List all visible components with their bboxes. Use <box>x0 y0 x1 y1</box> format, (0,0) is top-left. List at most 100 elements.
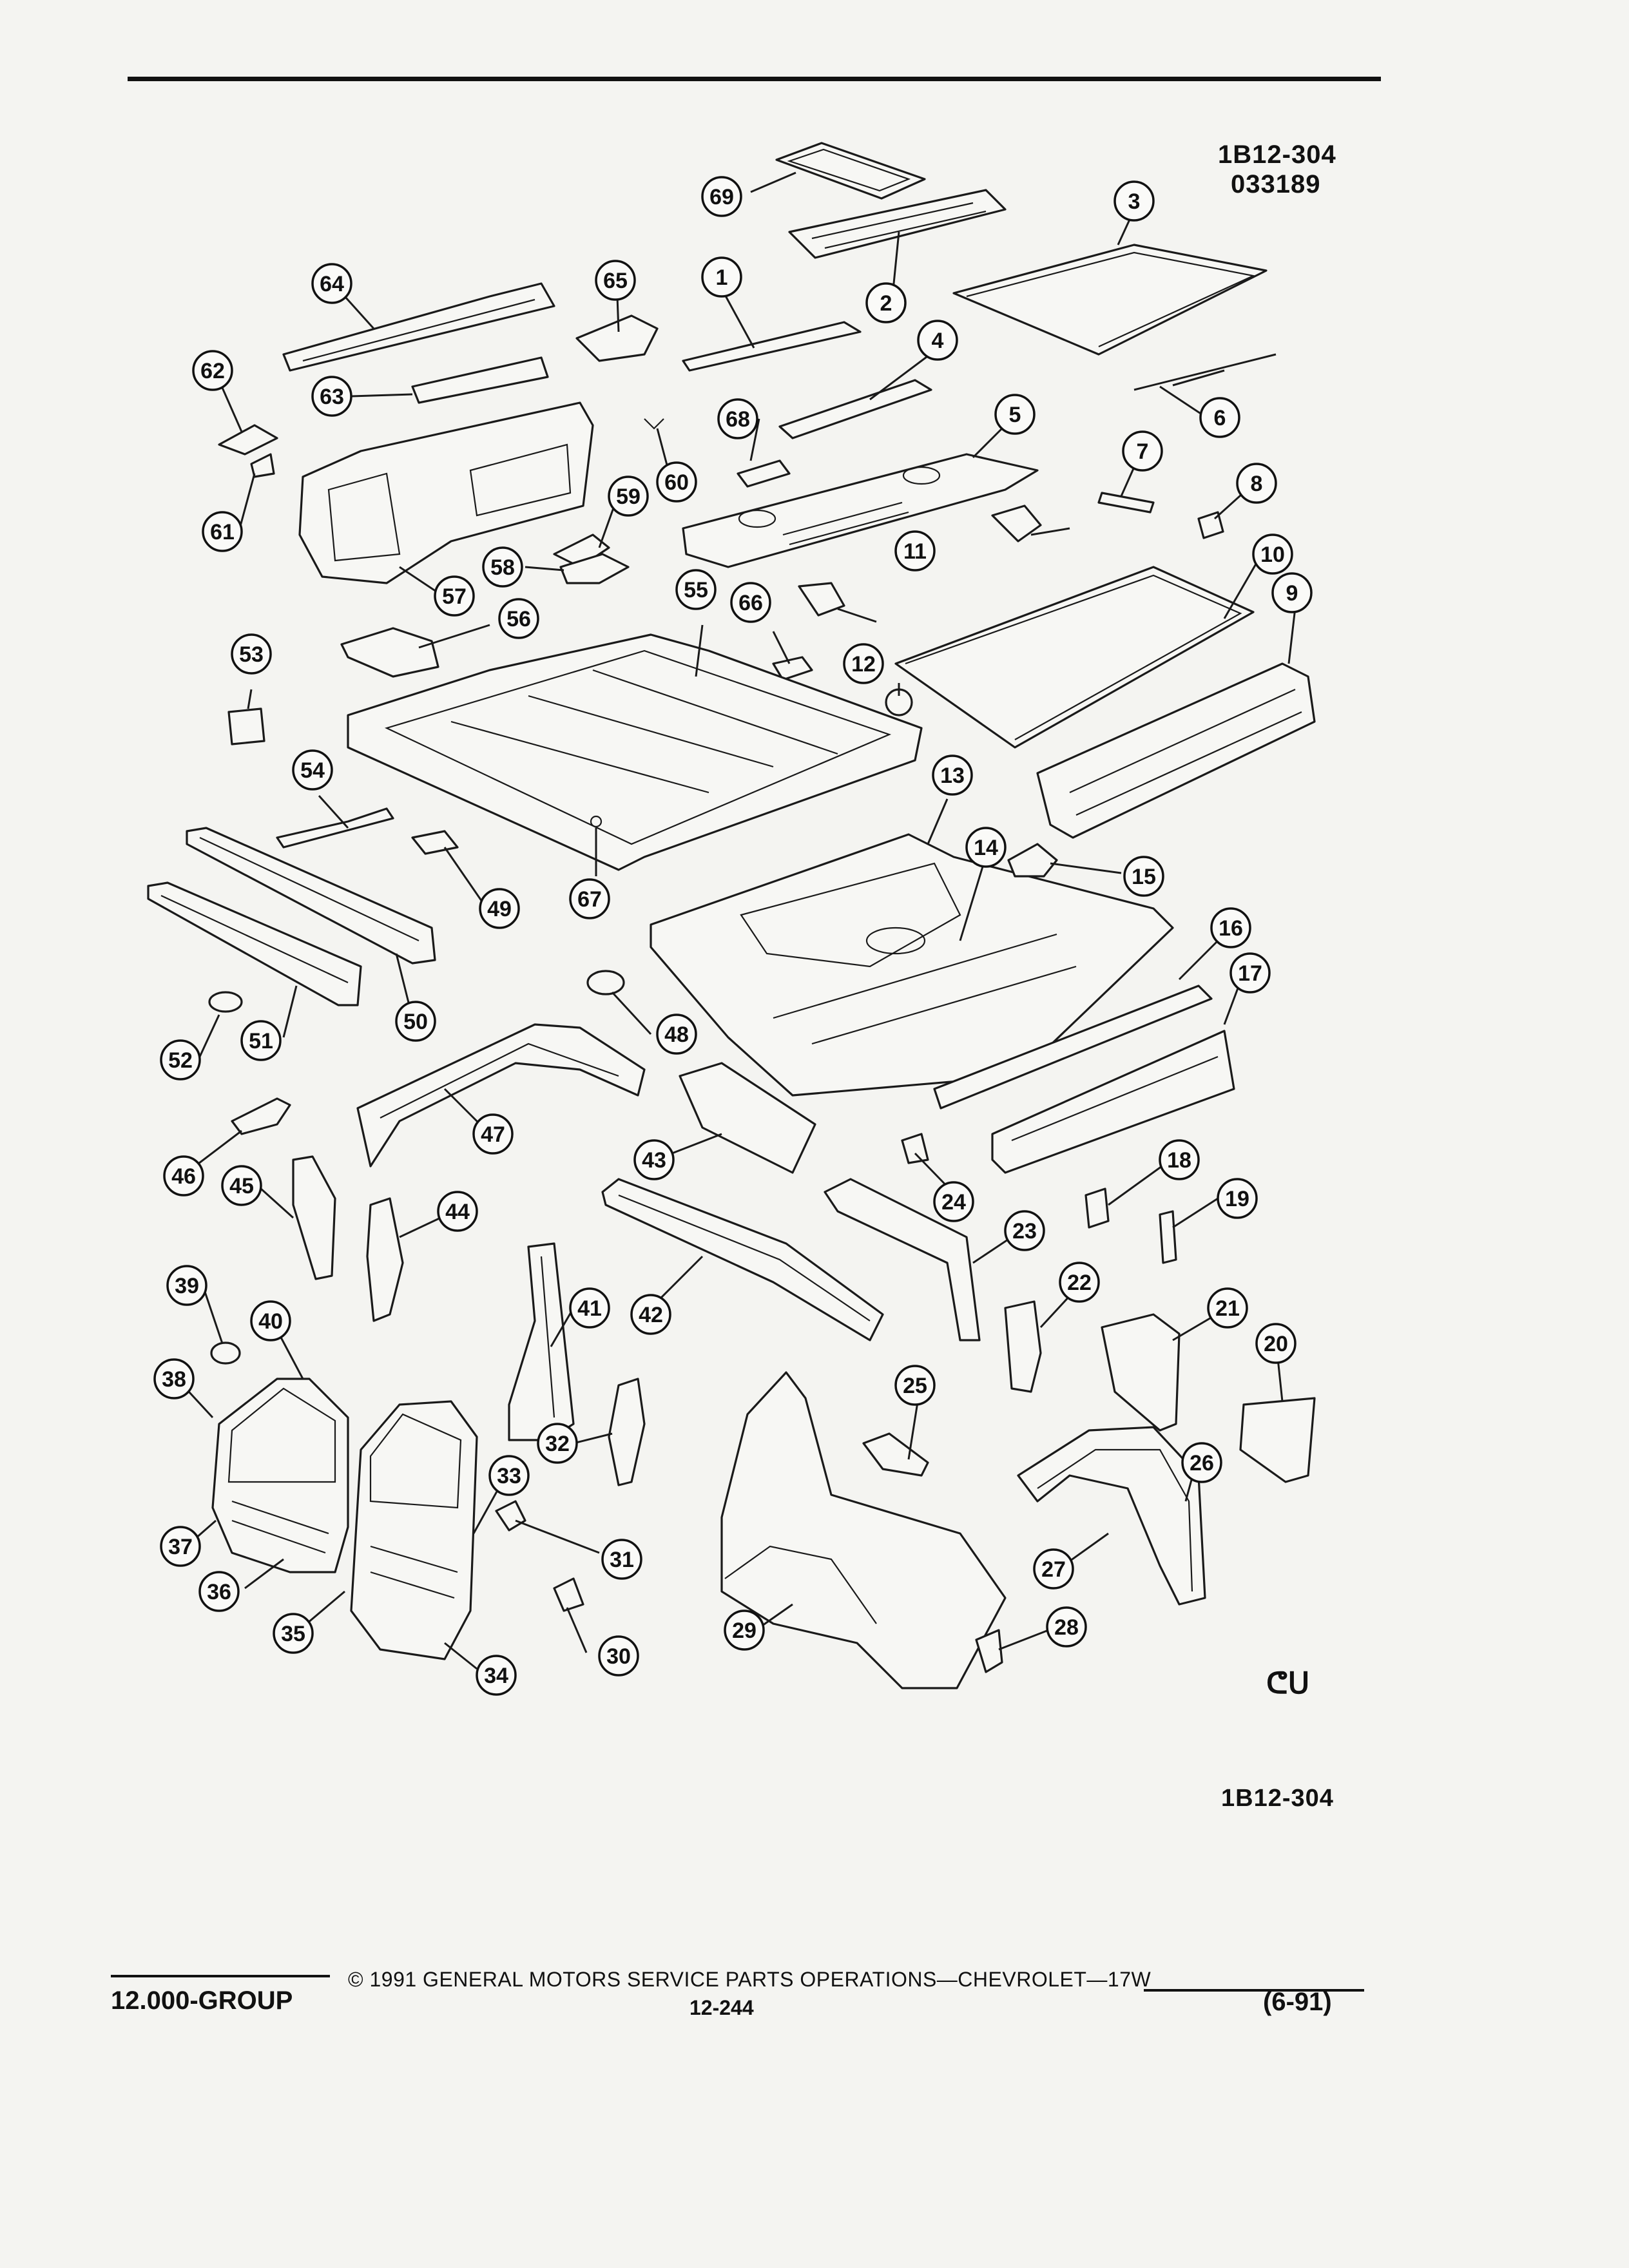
callout-38: 38 <box>153 1358 195 1399</box>
callout-bubble <box>273 1613 314 1654</box>
footer-revision: (6-91) <box>1263 1988 1332 2016</box>
callout-bubble <box>994 394 1036 435</box>
callout-5: 5 <box>994 394 1036 435</box>
callout-bubble <box>166 1265 207 1306</box>
callout-bubble <box>1252 533 1293 575</box>
callout-bubble <box>231 633 272 675</box>
callout-bubble <box>1122 430 1163 472</box>
callout-46: 46 <box>163 1155 204 1196</box>
callout-bubble <box>292 749 333 791</box>
footer-rule-right <box>1144 1989 1364 1992</box>
callout-23: 23 <box>1004 1210 1045 1251</box>
callout-9: 9 <box>1271 572 1313 613</box>
callout-number: 45 <box>229 1174 254 1198</box>
callout-number: 37 <box>168 1535 193 1559</box>
callout-bubble <box>437 1191 478 1232</box>
callout-number: 65 <box>603 269 628 293</box>
callout-28: 28 <box>1046 1606 1087 1648</box>
callout-60: 60 <box>656 461 697 503</box>
callout-39: 39 <box>166 1265 207 1306</box>
callout-bubble <box>965 827 1007 868</box>
callout-16: 16 <box>1210 907 1251 948</box>
callout-bubble <box>843 643 884 684</box>
callout-44: 44 <box>437 1191 478 1232</box>
callout-number: 25 <box>903 1374 927 1398</box>
callout-42: 42 <box>630 1294 671 1335</box>
callout-bubble <box>311 376 352 417</box>
callout-45: 45 <box>221 1165 262 1206</box>
callout-43: 43 <box>633 1139 675 1180</box>
callout-number: 38 <box>162 1367 186 1392</box>
callout-bubble <box>1059 1262 1100 1303</box>
callout-number: 34 <box>484 1664 508 1688</box>
callout-bubble <box>498 598 539 639</box>
callout-number: 35 <box>281 1622 305 1646</box>
callout-number: 59 <box>616 485 641 509</box>
callout-66: 66 <box>730 582 771 623</box>
callout-bubble <box>434 575 475 617</box>
parts-drawings <box>147 142 1316 1689</box>
callout-number: 53 <box>239 642 264 667</box>
callout-bubble <box>894 1365 936 1406</box>
callout-19: 19 <box>1217 1178 1258 1219</box>
callout-bubble <box>472 1113 514 1155</box>
callout-number: 54 <box>300 758 325 783</box>
callout-bubble <box>153 1358 195 1399</box>
callout-bubble <box>1159 1139 1200 1180</box>
footer-rule-left <box>111 1975 330 1977</box>
callout-1: 1 <box>701 256 742 298</box>
callout-21: 21 <box>1207 1287 1248 1329</box>
callout-number: 57 <box>442 584 467 609</box>
callout-55: 55 <box>675 569 717 610</box>
callout-bubble <box>630 1294 671 1335</box>
callout-68: 68 <box>717 398 758 439</box>
callout-7: 7 <box>1122 430 1163 472</box>
figure-ref: 1B12-304 <box>1221 1785 1334 1812</box>
callout-41: 41 <box>569 1287 610 1329</box>
callout-number: 48 <box>664 1023 689 1047</box>
callout-number: 10 <box>1260 543 1285 567</box>
callout-number: 12 <box>851 652 876 677</box>
callout-bubble <box>730 582 771 623</box>
callout-number: 21 <box>1215 1296 1240 1321</box>
callout-number: 36 <box>207 1580 231 1604</box>
callout-number: 39 <box>175 1274 199 1298</box>
callout-bubble <box>395 1001 436 1042</box>
callout-49: 49 <box>479 888 520 929</box>
callout-14: 14 <box>965 827 1007 868</box>
callout-number: 49 <box>487 897 512 921</box>
callout-number: 30 <box>606 1644 631 1669</box>
callout-53: 53 <box>231 633 272 675</box>
callout-33: 33 <box>488 1455 530 1496</box>
callout-number: 17 <box>1238 961 1262 986</box>
callout-number: 40 <box>258 1309 283 1334</box>
callout-bubble <box>894 530 936 572</box>
callout-bubble <box>1123 856 1164 897</box>
callout-bubble <box>476 1655 517 1696</box>
callout-24: 24 <box>933 1181 974 1222</box>
callout-number: 31 <box>610 1548 634 1572</box>
callout-bubble <box>1113 180 1155 222</box>
callout-number: 24 <box>941 1190 966 1215</box>
callout-number: 3 <box>1128 189 1141 214</box>
callout-number: 6 <box>1214 406 1226 430</box>
callout-36: 36 <box>198 1571 240 1612</box>
callout-bubble <box>482 546 523 588</box>
callout-20: 20 <box>1255 1323 1296 1364</box>
callout-bubble <box>1210 907 1251 948</box>
callout-number: 50 <box>403 1010 428 1034</box>
callout-58: 58 <box>482 546 523 588</box>
callout-bubble <box>163 1155 204 1196</box>
callout-number: 44 <box>445 1200 470 1224</box>
callout-27: 27 <box>1033 1548 1074 1590</box>
callout-13: 13 <box>932 754 973 796</box>
callout-number: 20 <box>1264 1332 1288 1356</box>
callout-26: 26 <box>1181 1442 1222 1483</box>
footer-copyright: © 1991 GENERAL MOTORS SERVICE PARTS OPER… <box>348 1968 1152 1991</box>
callout-number: 32 <box>545 1432 570 1456</box>
callout-bubble <box>250 1300 291 1341</box>
callout-54: 54 <box>292 749 333 791</box>
callout-bubble <box>675 569 717 610</box>
